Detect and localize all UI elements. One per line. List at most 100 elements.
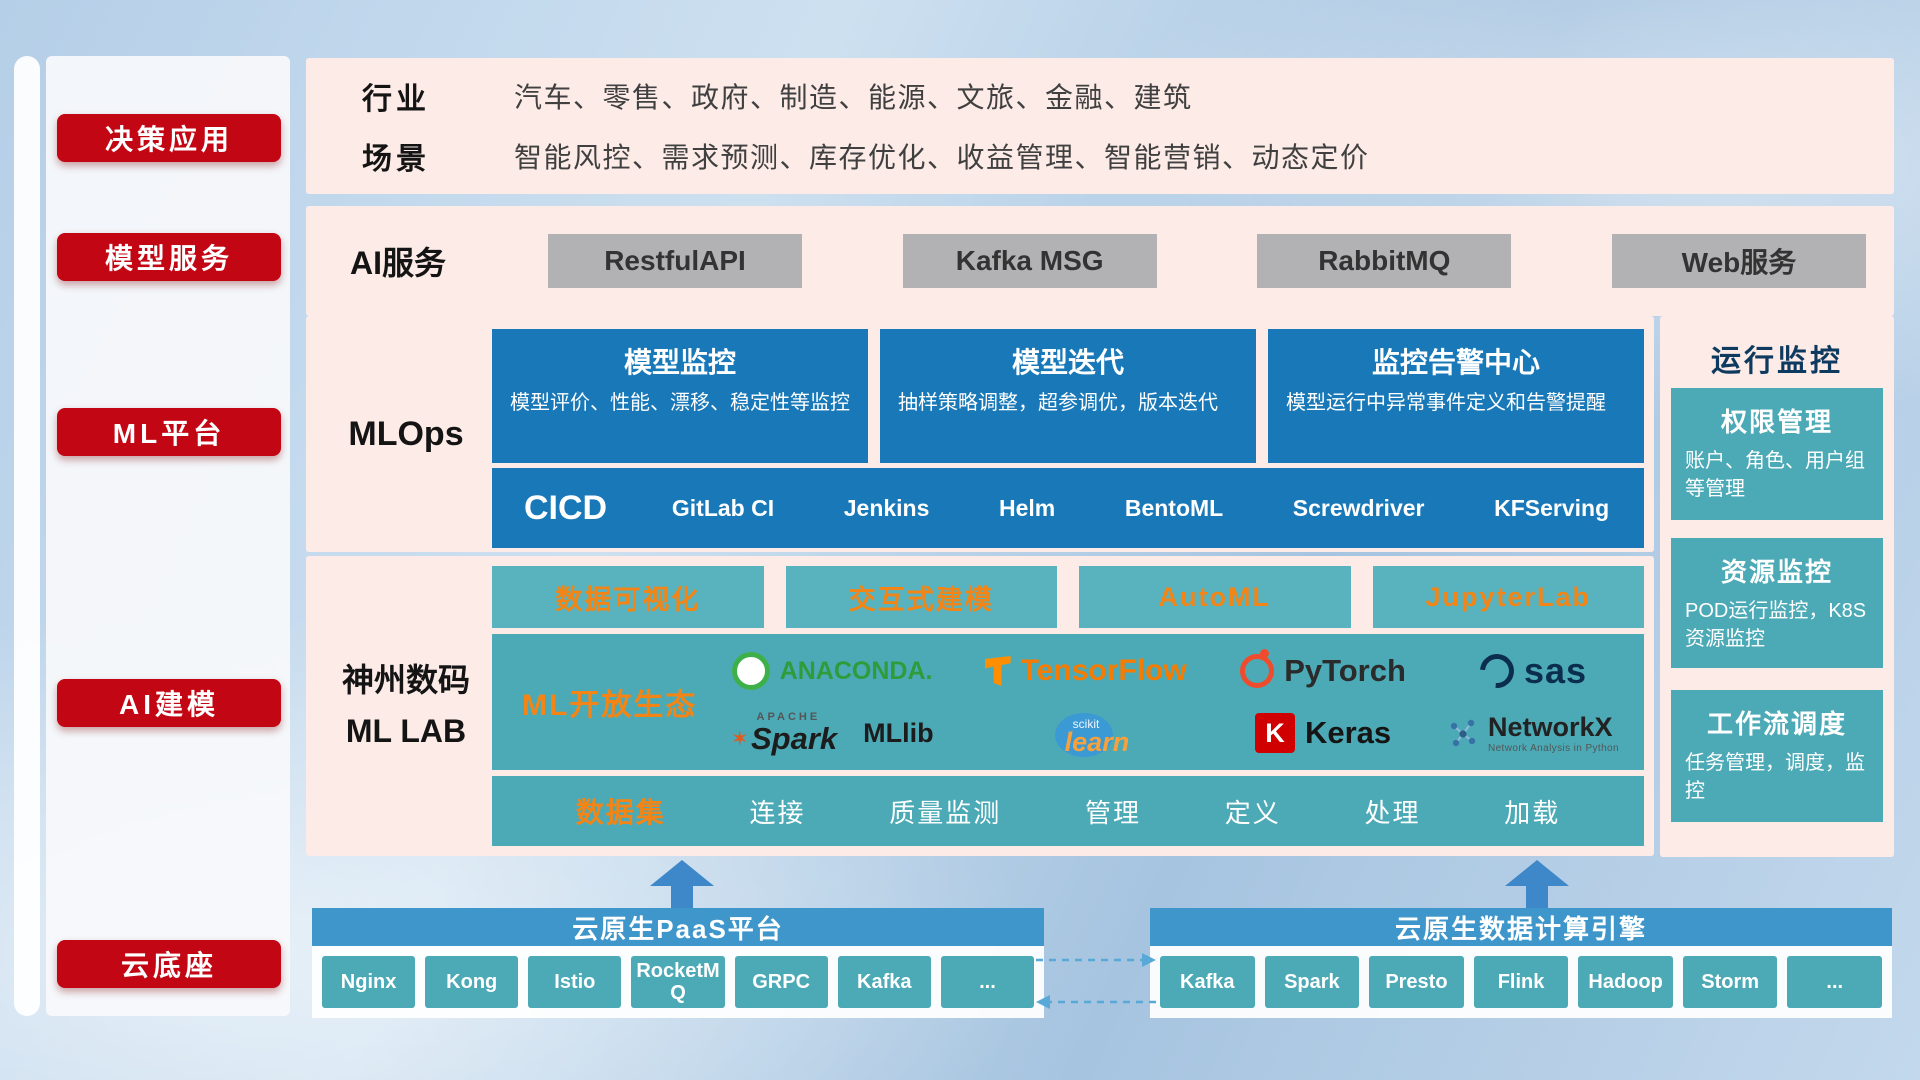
spark-mllib-logo: APACHE ✶ Spark MLlib <box>731 712 934 755</box>
engine-chip-panel: Kafka Spark Presto Flink Hadoop Storm ..… <box>1150 946 1892 1018</box>
scenario-value: 智能风控、需求预测、库存优化、收益管理、智能营销、动态定价 <box>514 142 1370 173</box>
restful-api-button[interactable]: RestfulAPI <box>548 234 802 288</box>
cicd-items: GitLab CI Jenkins Helm BentoML Screwdriv… <box>637 495 1644 522</box>
rocketmq-chip[interactable]: RocketMQ <box>631 956 725 1008</box>
ml-ecosystem-label: ML开放生态 <box>522 689 698 722</box>
kafka-msg-button[interactable]: Kafka MSG <box>902 234 1157 288</box>
kafka-chip[interactable]: Kafka <box>837 956 931 1008</box>
card-title: 权限管理 <box>1720 407 1833 437</box>
spark-chip[interactable]: Spark <box>1264 956 1360 1008</box>
card-desc: 任务管理，调度，监控 <box>1685 752 1865 802</box>
sas-icon <box>1472 647 1521 695</box>
ai-service-buttons: RestfulAPI Kafka MSG RabbitMQ Web服务 <box>548 234 1866 288</box>
cicd-bar: CICD GitLab CI Jenkins Helm BentoML Scre… <box>492 468 1644 548</box>
run-monitoring-panel: 运行监控 权限管理 账户、角色、用户组等管理 资源监控 POD运行监控，K8S资… <box>1660 316 1894 857</box>
anaconda-wordmark: ANACONDA. <box>779 656 933 685</box>
dataset-load: 加载 <box>1504 797 1561 828</box>
card-desc: 抽样策略调整，超参调优，版本迭代 <box>898 392 1218 414</box>
industry-value: 汽车、零售、政府、制造、能源、文旅、金融、建筑 <box>514 82 1193 113</box>
paas-more-chip[interactable]: ... <box>940 956 1034 1008</box>
scenario-label: 场景 <box>362 143 430 176</box>
screwdriver-item: Screwdriver <box>1292 494 1425 521</box>
card-title: 工作流调度 <box>1706 709 1847 739</box>
engine-more-chip[interactable]: ... <box>1787 956 1883 1008</box>
networkx-wordmark-group: NetworkX Network Analysis in Python <box>1488 712 1619 755</box>
istio-chip[interactable]: Istio <box>528 956 622 1008</box>
kafka-engine-chip[interactable]: Kafka <box>1160 956 1255 1008</box>
jupyterlab-box[interactable]: JupyterLab <box>1372 566 1644 628</box>
dashed-connectors <box>1036 953 1156 1009</box>
run-monitoring-title: 运行监控 <box>1711 345 1843 378</box>
card-title: 模型监控 <box>623 347 736 378</box>
sas-wordmark: sas <box>1523 650 1588 691</box>
gitlab-ci-item: GitLab CI <box>671 494 775 521</box>
spark-wordmark-group: APACHE ✶ Spark <box>731 712 838 755</box>
anaconda-icon <box>731 652 770 690</box>
presto-chip[interactable]: Presto <box>1369 956 1464 1008</box>
networkx-icon <box>1450 719 1476 747</box>
resource-monitor-card: 资源监控 POD运行监控，K8S资源监控 <box>1671 538 1883 668</box>
card-title: 监控告警中心 <box>1371 347 1540 378</box>
spark-row: ✶ Spark <box>731 723 838 754</box>
spark-wordmark: Spark <box>750 721 838 756</box>
pytorch-wordmark: PyTorch <box>1284 653 1406 688</box>
ml-lab-panel: 神州数码 ML LAB 数据可视化 交互式建模 AutoML JupyterLa… <box>306 556 1654 856</box>
model-monitoring-card: 模型监控 模型评价、性能、漂移、稳定性等监控 <box>492 329 868 463</box>
engine-header: 云原生数据计算引擎 <box>1150 908 1892 946</box>
mlops-label: MLOps <box>348 414 464 453</box>
paas-header: 云原生PaaS平台 <box>312 908 1044 946</box>
card-desc: 模型评价、性能、漂移、稳定性等监控 <box>510 392 850 414</box>
rabbitmq-button[interactable]: RabbitMQ <box>1257 234 1512 288</box>
lab-tools-row: 数据可视化 交互式建模 AutoML JupyterLab <box>492 566 1644 628</box>
hadoop-chip[interactable]: Hadoop <box>1578 956 1673 1008</box>
paas-chip-panel: Nginx Kong Istio RocketMQ GRPC Kafka ... <box>312 946 1044 1018</box>
interactive-modeling-box[interactable]: 交互式建模 <box>785 566 1057 628</box>
sidebar-item-ml-platform[interactable]: ML平台 <box>57 408 281 456</box>
dataset-connect: 连接 <box>749 797 806 828</box>
networkx-subtitle: Network Analysis in Python <box>1487 742 1619 754</box>
ml-lab-label-line2: ML LAB <box>345 713 467 749</box>
jenkins-item: Jenkins <box>843 494 930 521</box>
dataset-process: 处理 <box>1364 797 1421 828</box>
model-iteration-card: 模型迭代 抽样策略调整，超参调优，版本迭代 <box>880 329 1256 463</box>
cicd-label: CICD <box>524 488 608 527</box>
tensorflow-wordmark: TensorFlow <box>1020 654 1187 687</box>
left-edge-strip <box>14 56 40 1016</box>
keras-logo: K Keras <box>1254 713 1391 753</box>
data-visualization-box[interactable]: 数据可视化 <box>492 566 764 628</box>
mlops-cards: 模型监控 模型评价、性能、漂移、稳定性等监控 模型迭代 抽样策略调整，超参调优，… <box>492 329 1644 463</box>
sidebar-item-ai-modeling[interactable]: AI建模 <box>57 679 281 727</box>
ecosystem-logo-grid: ANACONDA. TensorFlow PyTorch sas APACHE <box>708 640 1636 764</box>
anaconda-logo: ANACONDA. <box>731 652 933 690</box>
scikit-label: scikit <box>1072 717 1100 731</box>
web-service-button[interactable]: Web服务 <box>1611 234 1866 288</box>
card-title: 资源监控 <box>1720 557 1833 587</box>
dataset-label: 数据集 <box>575 797 666 828</box>
helm-item: Helm <box>998 494 1056 521</box>
workflow-scheduler-card: 工作流调度 任务管理，调度，监控 <box>1671 690 1883 822</box>
sidebar-item-cloud-base[interactable]: 云底座 <box>57 940 281 988</box>
tensorflow-logo: TensorFlow <box>984 654 1187 688</box>
card-desc: POD运行监控，K8S资源监控 <box>1685 600 1867 650</box>
sidebar-item-model-service[interactable]: 模型服务 <box>57 233 281 281</box>
scenario-row: 场景 智能风控、需求预测、库存优化、收益管理、智能营销、动态定价 <box>306 134 1894 178</box>
scikit-learn-logo: scikit learn <box>1031 705 1141 761</box>
sidebar-item-decision-app[interactable]: 决策应用 <box>57 114 281 162</box>
scikit-learn-icon <box>1054 713 1113 757</box>
mlops-panel: MLOps 模型监控 模型评价、性能、漂移、稳定性等监控 模型迭代 抽样策略调整… <box>306 316 1654 552</box>
nginx-chip[interactable]: Nginx <box>322 956 416 1008</box>
dataset-define: 定义 <box>1224 797 1281 828</box>
flink-chip[interactable]: Flink <box>1473 956 1569 1008</box>
kong-chip[interactable]: Kong <box>425 956 519 1008</box>
up-arrow-engine <box>1505 860 1569 908</box>
automl-box[interactable]: AutoML <box>1079 566 1351 628</box>
grpc-chip[interactable]: GRPC <box>734 956 828 1008</box>
learn-wordmark: learn <box>1064 727 1130 757</box>
dataset-manage: 管理 <box>1084 797 1141 828</box>
storm-chip[interactable]: Storm <box>1682 956 1778 1008</box>
ai-service-panel: AI服务 RestfulAPI Kafka MSG RabbitMQ Web服务 <box>306 206 1894 316</box>
ml-ecosystem-box: ML开放生态 ANACONDA. TensorFlow PyTorch sas <box>492 634 1644 770</box>
sas-logo: sas <box>1472 647 1588 695</box>
alert-center-card: 监控告警中心 模型运行中异常事件定义和告警提醒 <box>1268 329 1644 463</box>
